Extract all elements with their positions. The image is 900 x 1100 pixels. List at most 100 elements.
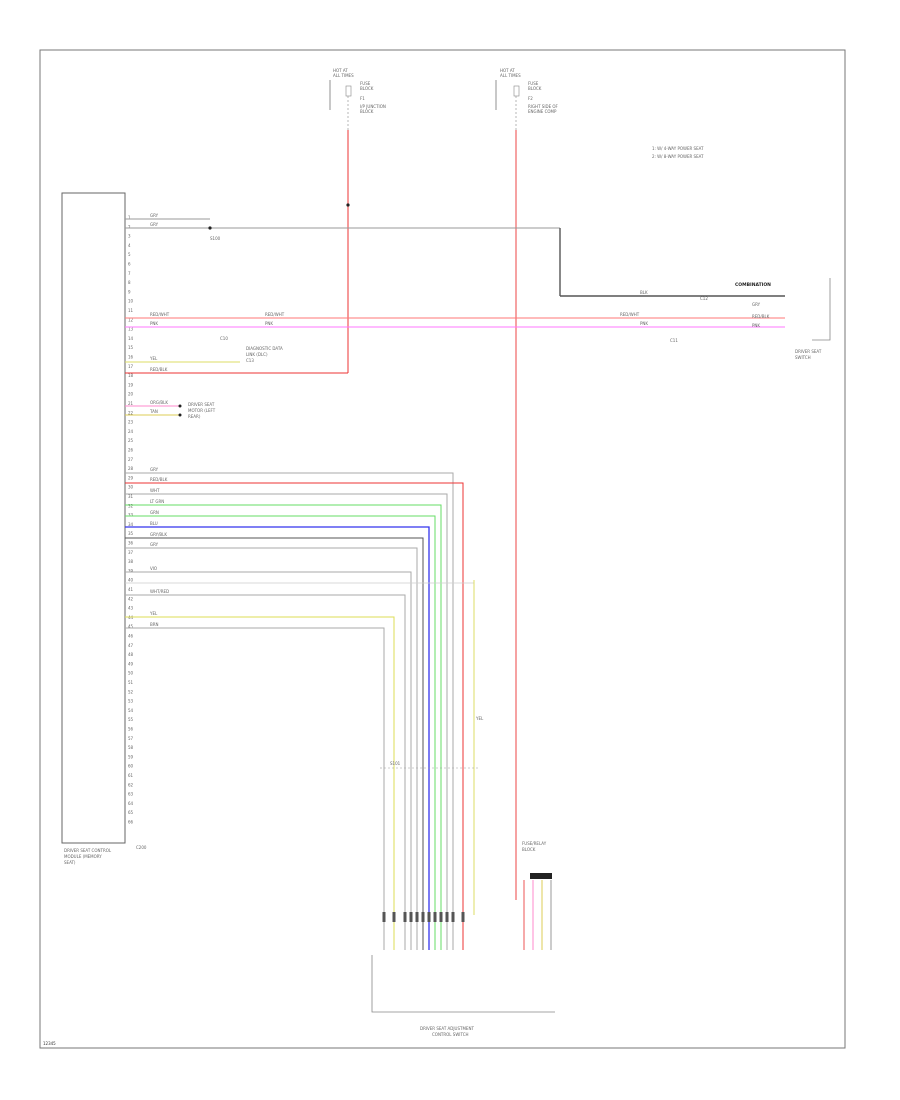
wire-gray-top-label-2: GRY <box>150 222 159 227</box>
pin-number: 29 <box>128 475 134 480</box>
bundle-wire-label: WHT <box>150 488 160 493</box>
right-module-header: COMBINATION <box>735 282 771 288</box>
pin-number: 49 <box>128 661 134 666</box>
bundle-wire-terminal <box>403 912 407 922</box>
bundle-wire-terminal <box>451 912 455 922</box>
ground-note-line3: REAR) <box>188 414 201 419</box>
pin-number: 15 <box>128 345 134 350</box>
pin-number: 20 <box>128 392 134 397</box>
pin-number: 21 <box>128 401 134 406</box>
wire-red-label-3: RED/WHT <box>620 312 640 317</box>
left-module-label-line1: DRIVER SEAT CONTROL <box>64 848 112 853</box>
wire-pair-connector-label-right: C11 <box>670 338 678 343</box>
stub-org-end <box>178 404 182 408</box>
fuse-tag-line2: BLOCK <box>522 847 536 852</box>
legend-line-2: 2: W/ 8-WAY POWER SEAT <box>652 154 704 159</box>
wire-gray-black-top: GRY GRY S100 <box>125 213 785 297</box>
pin-number: 22 <box>128 410 134 415</box>
wire-pair-connector-label: C10 <box>220 336 228 341</box>
pin-number: 48 <box>128 652 134 657</box>
bundle-wire <box>125 482 464 950</box>
ground-note-line2: MOTOR (LEFT <box>188 408 216 413</box>
pin-number: 4 <box>128 243 131 248</box>
pin-number: 14 <box>128 336 134 341</box>
bundle-wire <box>125 504 442 950</box>
pin-number: 52 <box>128 689 134 694</box>
bundle-wire-label: GRN <box>150 510 159 515</box>
right-module-wire-label-1: GRY <box>752 302 761 307</box>
bundle-wire-label: WHT/RED <box>150 589 169 594</box>
pin-number: 37 <box>128 550 134 555</box>
bundle-wire-label: GRY/BLK <box>150 532 167 537</box>
diagram-frame <box>39 49 846 1049</box>
fuse-left-note1: I/P JUNCTION <box>360 104 386 109</box>
wire-gray-top-label-1: GRY <box>150 213 159 218</box>
bundle-wire-terminal <box>427 912 431 922</box>
pin-number: 56 <box>128 727 134 732</box>
pin-number: 42 <box>128 596 134 601</box>
stub-tan-end <box>178 413 182 417</box>
pin-number: 27 <box>128 457 134 462</box>
bundle-wire-label: GRY <box>150 467 159 472</box>
pin-number: 43 <box>128 606 134 611</box>
pin-number: 9 <box>128 289 131 294</box>
wire-red-left-fuse: RED/BLK <box>125 130 350 374</box>
fuse-tag-bottom: FUSE/RELAY BLOCK <box>522 841 552 950</box>
pin-number: 50 <box>128 671 134 676</box>
fuse-tag-line1: FUSE/RELAY <box>522 841 547 846</box>
right-module-wire-label-3: PNK <box>752 323 760 328</box>
fuse-right: HOT AT ALL TIMES FUSE BLOCK F2 RIGHT SID… <box>495 68 559 130</box>
wire-pair-pink-red: RED/WHT PNK RED/WHT PNK RED/WHT PNK C10 … <box>125 312 785 343</box>
pin-number: 8 <box>128 280 131 285</box>
right-module-line2: SWITCH <box>795 355 811 360</box>
fuse-left-fuse-value: BLOCK <box>360 86 374 91</box>
bottom-module-line2: CONTROL SWITCH <box>432 1032 469 1037</box>
pin-number: 18 <box>128 373 134 378</box>
legend-line-1: 1: W/ 4-WAY POWER SEAT <box>652 146 704 151</box>
pin-number: 66 <box>128 820 134 825</box>
diag-note-line2: LINK (DLC) <box>246 352 268 357</box>
fuse-left-fuse-label: FUSE <box>360 81 371 86</box>
bundle-wire-terminal <box>409 912 413 922</box>
bundle-wire-terminal <box>433 912 437 922</box>
pin-number: 60 <box>128 764 134 769</box>
pin-number: 7 <box>128 271 131 276</box>
pin-number: 59 <box>128 754 134 759</box>
right-module-wire-label-4: BLK <box>640 290 648 295</box>
pin-number: 12 <box>128 317 134 322</box>
wire-stubs-mid: ORG/BLK TAN DRIVER SEAT MOTOR (LEFT REAR… <box>125 400 216 419</box>
pin-number: 57 <box>128 736 134 741</box>
pin-number: 41 <box>128 587 134 592</box>
pin-number: 36 <box>128 541 134 546</box>
splice-s100 <box>208 226 212 230</box>
bundle-wire-label: BRN <box>150 622 159 627</box>
pin-number: 30 <box>128 485 134 490</box>
fuse-left-note2: BLOCK <box>360 109 374 114</box>
bundle-wire-terminal <box>382 912 386 922</box>
bundle-wire-label: LT GRN <box>150 499 164 504</box>
pin-number: 63 <box>128 792 134 797</box>
splice-fuse-left <box>346 203 350 207</box>
left-module-code: C200 <box>136 845 147 850</box>
right-module-line1: DRIVER SEAT <box>795 349 822 354</box>
fuse-right-note2: ENGINE COMP <box>528 109 557 114</box>
fuse-left: HOT AT ALL TIMES FUSE BLOCK F1 I/P JUNCT… <box>329 68 386 130</box>
wire-stub-org-label: ORG/BLK <box>150 400 168 405</box>
pin-number: 58 <box>128 745 134 750</box>
ground-note-line1: DRIVER SEAT <box>188 402 215 407</box>
wire-red-fuse-left-label: RED/BLK <box>150 367 168 372</box>
wire-pink-label-1: PNK <box>150 321 158 326</box>
bundle-wire <box>125 547 418 950</box>
pin-number: 45 <box>128 624 134 629</box>
pin-number: 31 <box>128 494 134 499</box>
fuse-left-element <box>345 85 352 97</box>
bundle-wire <box>125 571 412 950</box>
pin-number: 39 <box>128 568 134 573</box>
pin-number: 28 <box>128 466 134 471</box>
fuse-right-fuse-label: FUSE <box>528 81 539 86</box>
pin-number: 26 <box>128 448 134 453</box>
bundle-wire-terminal <box>445 912 449 922</box>
pin-number: 13 <box>128 327 134 332</box>
